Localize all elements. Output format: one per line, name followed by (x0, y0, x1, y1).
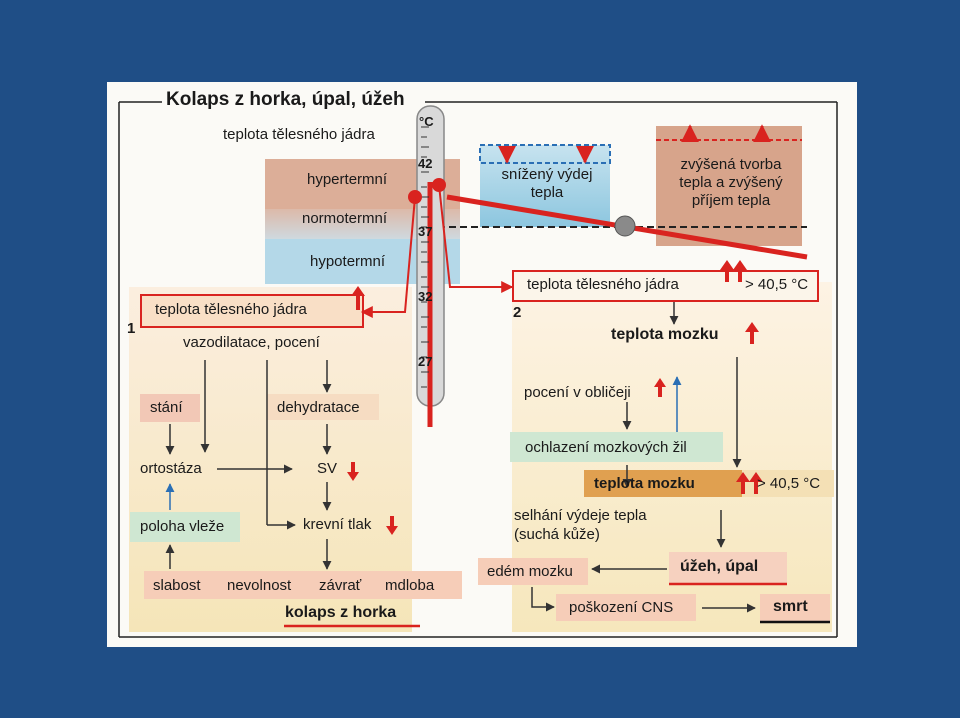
weakness-label: slabost (153, 577, 201, 594)
nausea-label: nevolnost (227, 577, 292, 594)
zone-hyperthermic: hypertermní (307, 171, 388, 188)
balance-pivot (614, 215, 636, 237)
cns-damage-label: poškození CNS (569, 599, 674, 616)
brain-temp-label-2: teplota mozku (594, 475, 695, 492)
right-core-temp-label: teplota tělesného jádra (527, 276, 679, 293)
title-frame (118, 101, 838, 638)
standing-box (140, 394, 200, 422)
zones-header: teplota tělesného jádra (223, 126, 375, 143)
heatstroke-result: úžeh, úpal (680, 558, 759, 575)
reduced-heat-loss-label: snížený výdej tepla (501, 166, 593, 201)
death-box (760, 594, 830, 621)
tick-37: 37 (418, 224, 433, 239)
edema-box (478, 558, 588, 585)
diagram-panel: Kolaps z horka, úpal, úžeh °C 42 37 32 2… (107, 82, 857, 647)
tick-42: 42 (418, 156, 433, 171)
vein-cooling-label: ochlazení mozkových žil (525, 439, 687, 456)
dehydration-label: dehydratace (277, 399, 360, 416)
zone-hypothermic: hypotermní (310, 253, 386, 270)
increased-heat-production-label: zvýšená tvorba tepla a zvýšený příjem te… (679, 156, 783, 209)
brain-threshold: > 40,5 °C (757, 475, 821, 492)
reduced-heat-loss-dashed-box (479, 144, 611, 164)
core-threshold: > 40,5 °C (745, 276, 809, 293)
heat-loss-failure-label: selhání výdeje tepla (suchá kůže) (514, 507, 647, 543)
diagram-title: Kolaps z horka, úpal, úžeh (162, 89, 409, 111)
left-core-temp-label: teplota tělesného jádra (155, 301, 307, 318)
symptoms-box (144, 571, 462, 599)
tick-27: 27 (418, 354, 433, 369)
thermometer-unit: °C (419, 114, 434, 129)
right-core-temp-box (512, 270, 819, 302)
death-result: smrt (773, 598, 808, 615)
brain-temp-label: teplota mozku (611, 326, 719, 343)
vein-cooling-box (510, 432, 723, 462)
standing-label: stání (150, 399, 183, 416)
tick-32: 32 (418, 289, 433, 304)
dehydration-box (267, 394, 379, 420)
face-sweat-label: pocení v obličeji (524, 384, 631, 401)
vasodilation-label: vazodilatace, pocení (183, 334, 320, 351)
right-branch-number: 2 (513, 304, 522, 321)
heatstroke-box (669, 552, 787, 584)
heat-collapse-result: kolaps z horka (285, 604, 397, 621)
blood-pressure-label: krevní tlak (303, 516, 372, 533)
zone-normothermic: normotermní (302, 210, 388, 227)
orthostasis-label: ortostáza (140, 460, 202, 477)
brain-edema-label: edém mozku (487, 563, 573, 580)
lying-box (130, 512, 240, 542)
thermometer (408, 105, 446, 427)
sv-label: SV (317, 460, 338, 477)
brain-temp-label-box (584, 470, 742, 497)
lying-label: poloha vleže (140, 518, 225, 535)
diagram-connectors (118, 101, 838, 638)
cns-box (556, 594, 696, 621)
fainting-label: mdloba (385, 577, 435, 594)
dizziness-label: závrať (319, 577, 362, 594)
left-branch-number: 1 (127, 320, 136, 337)
